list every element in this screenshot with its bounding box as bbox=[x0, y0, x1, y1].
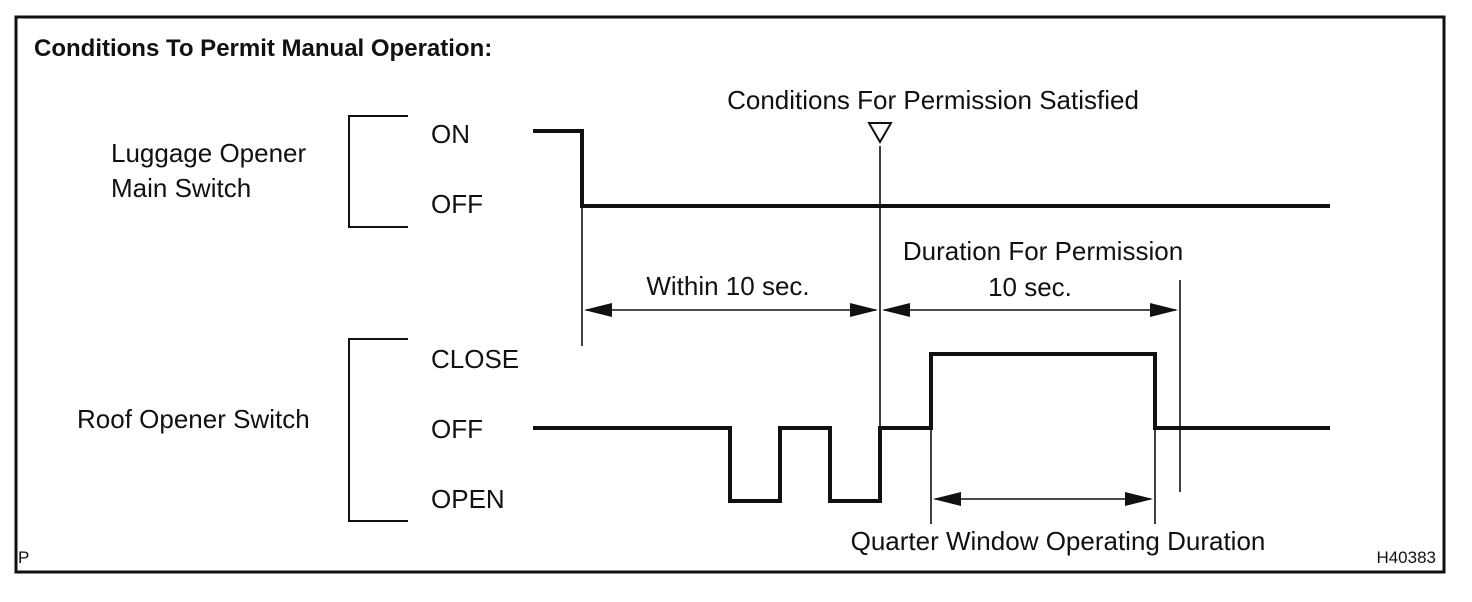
within-label: Within 10 sec. bbox=[646, 271, 809, 301]
luggage-switch-name-line2: Main Switch bbox=[111, 173, 251, 203]
within-arrow-left-icon bbox=[584, 303, 612, 317]
luggage-state-off: OFF bbox=[431, 189, 483, 219]
duration-arrow-right-icon bbox=[1150, 303, 1178, 317]
duration-label-line2: 10 sec. bbox=[988, 272, 1072, 302]
event-label: Conditions For Permission Satisfied bbox=[727, 85, 1139, 115]
roof-switch-waveform bbox=[533, 352, 1330, 503]
event-marker-icon bbox=[867, 122, 893, 144]
diagram-title: Conditions To Permit Manual Operation: bbox=[34, 35, 492, 62]
corner-mark-left: P bbox=[18, 548, 29, 567]
luggage-switch-name-line1: Luggage Opener bbox=[111, 138, 307, 168]
diagram-frame bbox=[14, 15, 1446, 574]
quarter-window-arrow-left-icon bbox=[933, 492, 961, 506]
roof-switch-name: Roof Opener Switch bbox=[77, 404, 310, 434]
quarter-window-label: Quarter Window Operating Duration bbox=[851, 526, 1266, 556]
duration-label-line1: Duration For Permission bbox=[903, 236, 1183, 266]
luggage-switch-bracket bbox=[348, 115, 408, 228]
luggage-switch-waveform bbox=[533, 129, 1330, 208]
quarter-window-arrow-right-icon bbox=[1125, 492, 1153, 506]
within-arrow-right-icon bbox=[850, 303, 878, 317]
roof-state-off: OFF bbox=[431, 414, 483, 444]
figure-code: H40383 bbox=[1376, 548, 1436, 567]
roof-state-close: CLOSE bbox=[431, 344, 519, 374]
roof-state-open: OPEN bbox=[431, 484, 505, 514]
luggage-state-on: ON bbox=[431, 119, 470, 149]
roof-switch-bracket bbox=[348, 338, 408, 522]
duration-arrow-left-icon bbox=[882, 303, 910, 317]
